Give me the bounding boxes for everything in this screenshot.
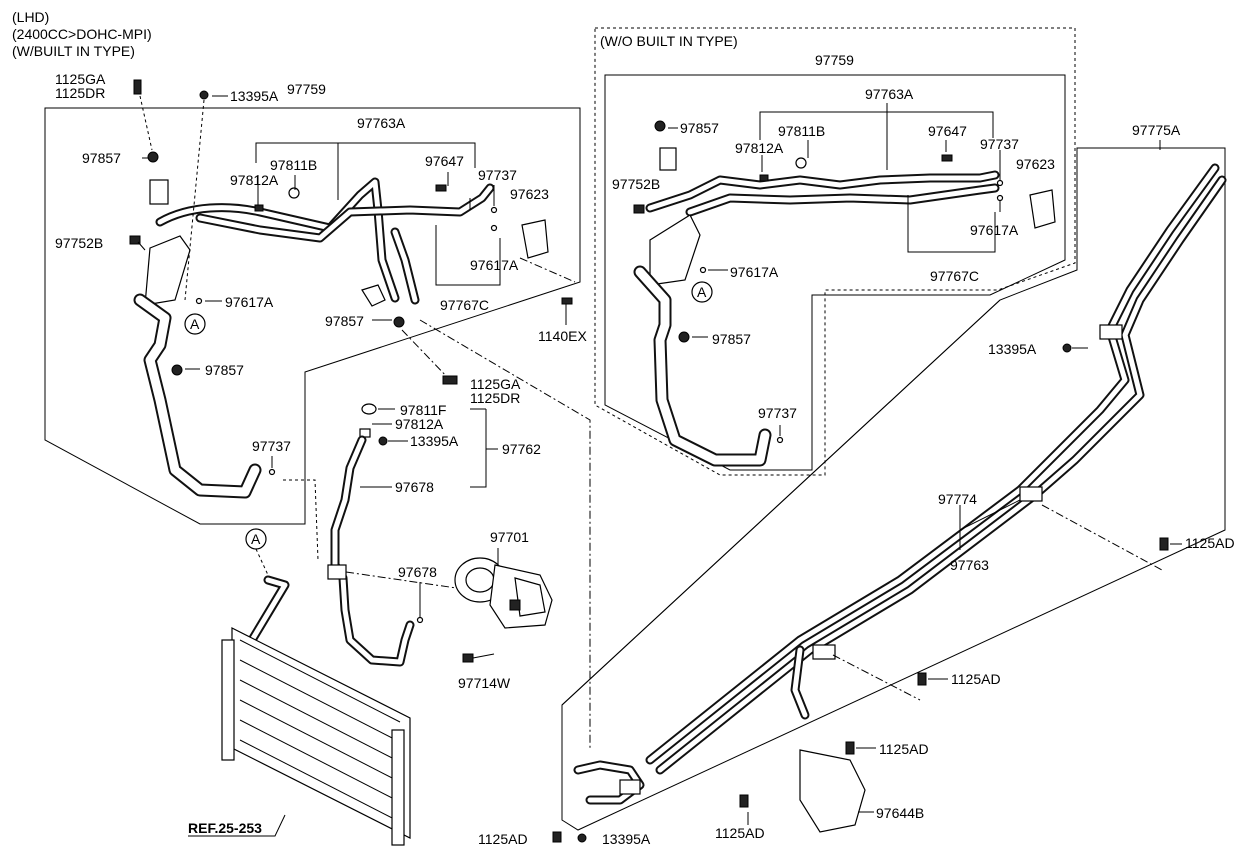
- label-97763A-inset: 97763A: [865, 86, 914, 102]
- callout-a-inset: A: [697, 284, 707, 300]
- label-97857-inset-low: 97857: [712, 331, 751, 347]
- label-1125DR-mid: 1125DR: [470, 390, 520, 406]
- label-97811B-inset: 97811B: [778, 123, 825, 139]
- callout-a-mid: A: [251, 531, 261, 547]
- label-13395A-right: 13395A: [988, 341, 1037, 357]
- label-97759: 97759: [287, 81, 326, 97]
- label-1140EX: 1140EX: [538, 328, 587, 344]
- label-97811F: 97811F: [400, 402, 446, 418]
- label-97812A: 97812A: [230, 172, 279, 188]
- label-97812A-mid: 97812A: [395, 416, 444, 432]
- label-97763: 97763: [950, 557, 989, 573]
- label-97775A: 97775A: [1132, 122, 1181, 138]
- label-1125DR: 1125DR: [55, 85, 105, 101]
- label-1125AD-1: 1125AD: [1185, 535, 1235, 551]
- label-97714W: 97714W: [458, 675, 511, 691]
- label-97623-inset: 97623: [1016, 156, 1055, 172]
- label-97857-top: 97857: [82, 150, 121, 166]
- label-97678-upper: 97678: [395, 479, 434, 495]
- label-13395A: 13395A: [230, 88, 279, 104]
- label-97647: 97647: [425, 153, 464, 169]
- left-group-outline: [44, 107, 581, 525]
- callout-a-left: A: [190, 316, 200, 332]
- label-97701: 97701: [490, 529, 529, 545]
- compressor-illustration: [454, 557, 553, 629]
- header-notes: (LHD) (2400CC>DOHC-MPI) (W/BUILT IN TYPE…: [12, 9, 152, 59]
- label-97617A-right: 97617A: [470, 257, 519, 273]
- label-97678-lower: 97678: [398, 564, 437, 580]
- label-13395A-mid: 13395A: [410, 433, 459, 449]
- label-97857-inset-top: 97857: [680, 120, 719, 136]
- right-assembly-group: 97775A 13395A 97774 97763 1125AD 1125AD …: [478, 122, 1235, 847]
- label-97811B: 97811B: [270, 157, 317, 173]
- label-97737-low: 97737: [252, 438, 291, 454]
- label-1125AD-2: 1125AD: [951, 671, 1001, 687]
- label-97762: 97762: [502, 441, 541, 457]
- condenser-illustration: [221, 627, 411, 846]
- label-1125GA-mid: 1125GA: [470, 376, 521, 392]
- label-97759-inset: 97759: [815, 52, 854, 68]
- label-97774: 97774: [938, 491, 977, 507]
- ref-label: REF.25-253: [188, 820, 262, 836]
- middle-assembly-group: 1125GA 1125DR 97811F 97812A 13395A 97762…: [188, 375, 553, 846]
- label-97617A-left: 97617A: [225, 294, 274, 310]
- label-97857-low: 97857: [205, 362, 244, 378]
- header-line-lhd: (LHD): [12, 9, 49, 25]
- label-97737-top: 97737: [478, 167, 517, 183]
- label-97752B-inset: 97752B: [612, 176, 660, 192]
- label-1125AD-4: 1125AD: [715, 825, 765, 841]
- label-97752B: 97752B: [55, 235, 103, 251]
- label-97737-inset-low: 97737: [758, 405, 797, 421]
- label-97737-inset-top: 97737: [980, 136, 1019, 152]
- label-97767C-inset: 97767C: [930, 268, 979, 284]
- label-97857-mid: 97857: [325, 313, 364, 329]
- label-1125GA: 1125GA: [55, 71, 106, 87]
- label-97812A-inset: 97812A: [735, 140, 784, 156]
- label-1125AD-5: 1125AD: [478, 831, 528, 847]
- label-97763A: 97763A: [357, 115, 406, 131]
- label-97617A-inset-left: 97617A: [730, 264, 779, 280]
- label-97623: 97623: [510, 186, 549, 202]
- label-1125AD-3: 1125AD: [879, 741, 929, 757]
- header-line-type: (W/BUILT IN TYPE): [12, 43, 135, 59]
- label-97647-inset: 97647: [928, 123, 967, 139]
- inset-title: (W/O BUILT IN TYPE): [600, 33, 738, 49]
- inset-wo-built-in: (W/O BUILT IN TYPE): [594, 27, 1076, 476]
- left-assembly-group: A 1125GA 1125DR 13395A 97759 97763A 9785…: [44, 71, 587, 525]
- header-line-engine: (2400CC>DOHC-MPI): [12, 26, 152, 42]
- label-97767C: 97767C: [440, 297, 489, 313]
- label-97617A-inset-right: 97617A: [970, 222, 1019, 238]
- label-97644B: 97644B: [876, 805, 924, 821]
- label-13395A-bottom: 13395A: [602, 831, 651, 847]
